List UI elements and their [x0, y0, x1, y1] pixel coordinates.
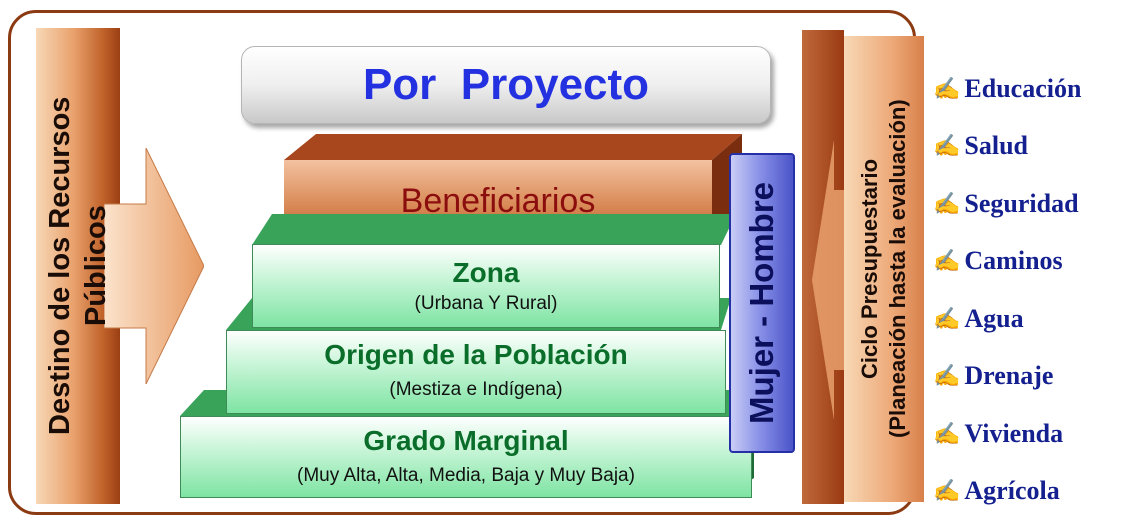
level-origen: Origen de la Población (Mestiza e Indíge… [226, 330, 726, 414]
cycle-bar-line2: (Planeación hasta la evaluación) [885, 99, 910, 439]
cycle-bar [844, 36, 924, 502]
writing-hand-icon: ✍ [933, 420, 961, 446]
sector-label: Vivienda [964, 418, 1064, 448]
right-arrow-icon [104, 148, 204, 384]
sector-item: ✍Agrícola [933, 463, 1129, 521]
left-bar-line2: Públicos [80, 205, 112, 327]
sector-list: ✍Educación ✍Salud ✍Seguridad ✍Caminos ✍A… [933, 60, 1129, 520]
page-title: Por Proyecto [362, 60, 650, 109]
sector-label: Agua [964, 303, 1024, 333]
level-grado: Grado Marginal (Muy Alta, Alta, Media, B… [180, 416, 752, 498]
writing-hand-icon: ✍ [933, 478, 961, 504]
left-bar-label: Destino de los Recursos Públicos [36, 28, 120, 504]
sector-item: ✍Salud [933, 118, 1129, 176]
level-zona-subtitle: (Urbana Y Rural) [414, 293, 558, 314]
sector-item: ✍Caminos [933, 233, 1129, 291]
sector-item: ✍Agua [933, 290, 1129, 348]
level-grado-subtitle: (Muy Alta, Alta, Media, Baja y Muy Baja) [297, 465, 635, 486]
gender-bar-label: Mujer - Hombre [743, 181, 780, 425]
gender-bar [729, 153, 795, 453]
writing-hand-icon: ✍ [933, 363, 961, 389]
writing-hand-icon: ✍ [933, 248, 961, 274]
sector-label: Caminos [964, 246, 1063, 276]
sector-label: Agrícola [964, 476, 1060, 506]
writing-hand-icon: ✍ [933, 190, 961, 216]
sector-item: ✍Seguridad [933, 175, 1129, 233]
level-zona-title: Zona [452, 257, 520, 288]
sector-label: Seguridad [964, 188, 1079, 218]
sector-label: Educación [964, 73, 1082, 103]
sector-label: Salud [964, 131, 1029, 161]
left-arrow-icon [812, 140, 852, 420]
level-zona: Zona (Urbana Y Rural) [252, 244, 720, 328]
writing-hand-icon: ✍ [933, 133, 961, 159]
beneficiaries-label: Beneficiarios [400, 181, 596, 220]
cycle-bar-label: Ciclo Presupuestario (Planeación hasta l… [846, 36, 922, 502]
level-origen-title: Origen de la Población [324, 339, 628, 370]
writing-hand-icon: ✍ [933, 75, 961, 101]
sector-item: ✍Educación [933, 60, 1129, 118]
sector-label: Drenaje [964, 361, 1054, 391]
cycle-bar-line1: Ciclo Presupuestario [857, 158, 882, 380]
sector-item: ✍Drenaje [933, 348, 1129, 406]
title-box: Por Proyecto [241, 46, 771, 124]
level-grado-title: Grado Marginal [363, 425, 569, 456]
sector-item: ✍Vivienda [933, 405, 1129, 463]
level-origen-subtitle: (Mestiza e Indígena) [389, 379, 563, 400]
left-bar-line1: Destino de los Recursos [44, 96, 76, 436]
writing-hand-icon: ✍ [933, 305, 961, 331]
